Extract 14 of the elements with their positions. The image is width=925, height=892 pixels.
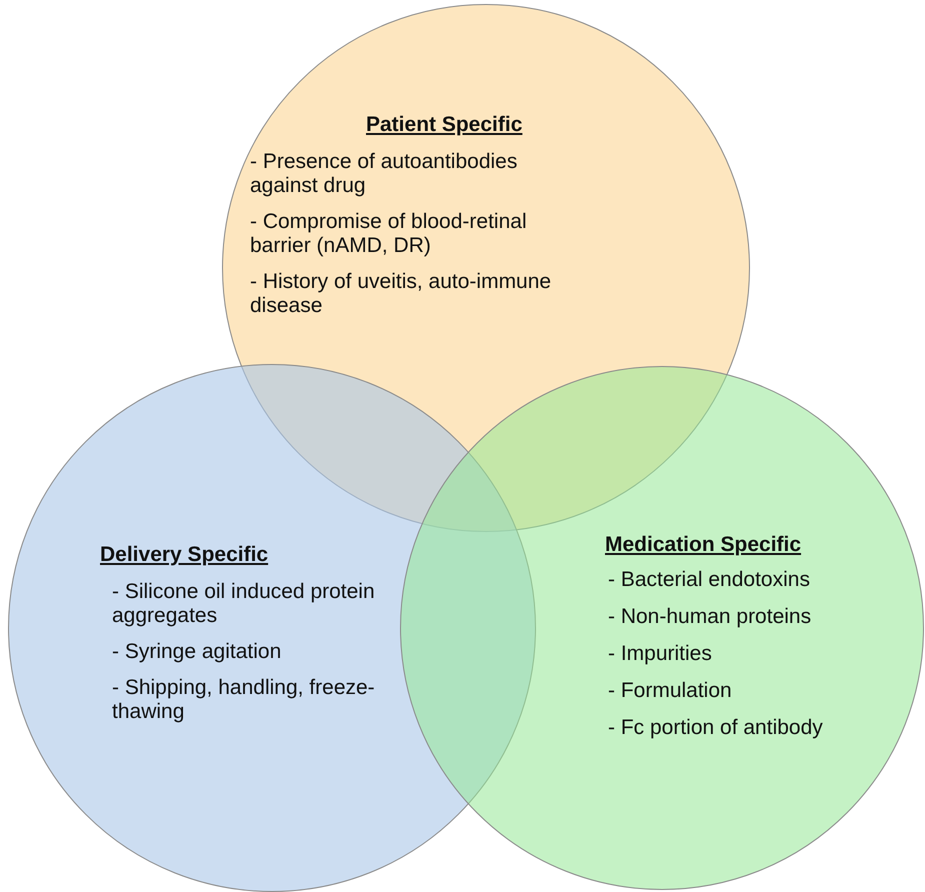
- list-item: - Syringe agitation: [112, 640, 282, 664]
- list-item: - Fc portion of antibody: [608, 716, 824, 740]
- list-item: - Impurities: [608, 642, 713, 666]
- circle-heading: Patient Specific: [366, 113, 522, 137]
- list-item: - Formulation: [608, 679, 733, 703]
- list-item: - Shipping, handling, freeze-thawing: [112, 676, 376, 724]
- list-item: - Presence of autoantibodies against drug: [250, 150, 518, 198]
- list-item: - History of uveitis, auto-immune disease: [250, 270, 552, 318]
- circle-heading: Medication Specific: [605, 533, 802, 557]
- list-item: - Bacterial endotoxins: [608, 568, 811, 592]
- list-item: - Non-human proteins: [608, 605, 812, 629]
- circle-heading: Delivery Specific: [100, 543, 268, 567]
- list-item: - Compromise of blood-retinal barrier (nAMD, DR): [250, 210, 528, 258]
- list-item: - Silicone oil induced protein aggregates: [112, 580, 376, 628]
